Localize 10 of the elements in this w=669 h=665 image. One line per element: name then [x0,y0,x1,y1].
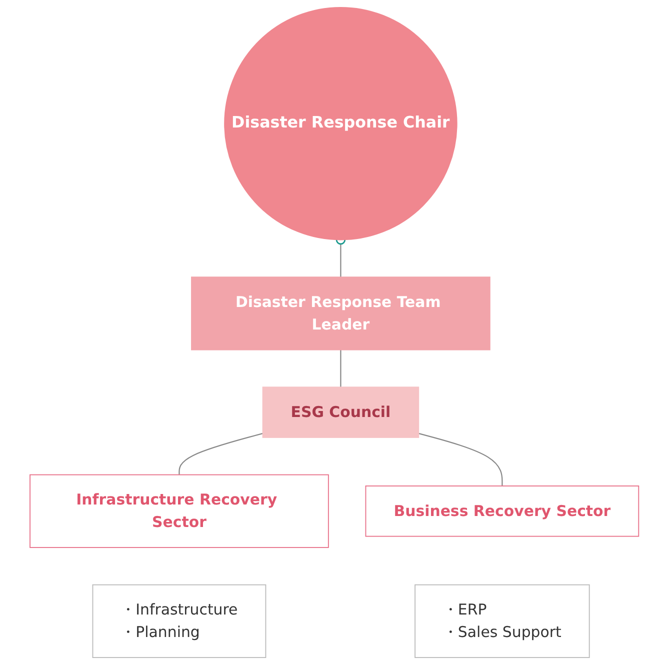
node-box: Disaster Response Team Leader [191,276,491,350]
node-circle: Disaster Response Chair [224,7,458,240]
connector [178,432,264,475]
node-box: ESG Council [262,386,420,438]
connector [340,350,342,388]
node-box: Business Recovery Sector [365,485,640,537]
node-box: ・ERP ・Sales Support [414,584,590,658]
node-box: ・Infrastructure ・Planning [92,584,266,658]
connector [418,432,503,486]
node-box: Infrastructure Recovery Sector [30,474,330,548]
